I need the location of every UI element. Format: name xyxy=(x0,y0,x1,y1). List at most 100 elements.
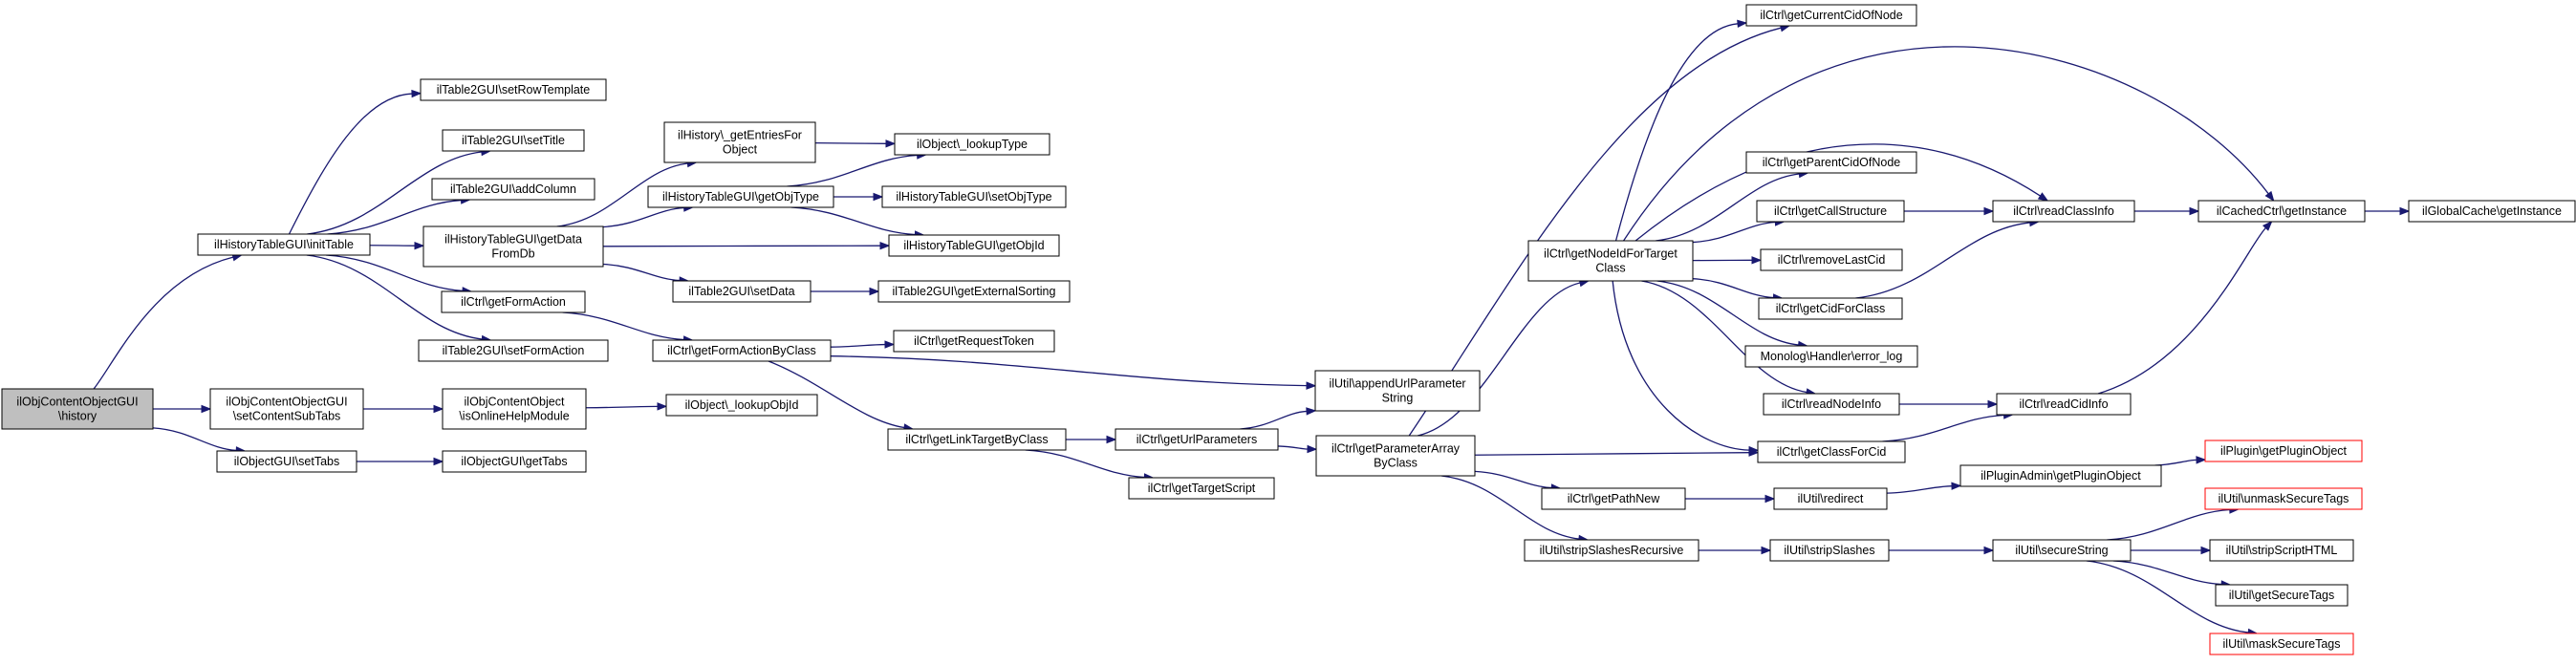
node-globalcachegetinstance[interactable]: ilGlobalCache\getInstance xyxy=(2408,200,2576,223)
node-box xyxy=(1773,487,1888,510)
node-gettabs[interactable]: ilObjectGUI\getTabs xyxy=(442,450,587,473)
node-getcidforclass[interactable]: ilCtrl\getCidForClass xyxy=(1758,297,1903,320)
edge-line xyxy=(602,245,881,247)
edge-line xyxy=(1656,280,1799,346)
node-geturlparameters[interactable]: ilCtrl\getUrlParameters xyxy=(1115,428,1279,451)
node-box xyxy=(1760,248,1903,271)
edge-getnodeidfortargetclass-to-cachedgetinstance xyxy=(1623,46,2275,242)
node-label: ilUtil\getSecureTags xyxy=(2229,589,2334,602)
node-removelastcid[interactable]: ilCtrl\removeLastCid xyxy=(1760,248,1903,271)
node-box xyxy=(663,121,816,163)
edge-arrowhead xyxy=(657,402,668,411)
node-readnodeinfo[interactable]: ilCtrl\readNodeInfo xyxy=(1763,393,1900,416)
edge-arrowhead xyxy=(411,89,422,98)
node-errorlog[interactable]: Monolog\Handler\error_log xyxy=(1744,345,1918,368)
node-readcidinfo[interactable]: ilCtrl\readCidInfo xyxy=(1996,393,2132,416)
node-isonlinehelpmodule[interactable]: ilObjContentObject\isOnlineHelpModule xyxy=(442,388,587,430)
node-getobjtype[interactable]: ilHistoryTableGUI\getObjType xyxy=(647,185,834,208)
edge-arrowhead xyxy=(1983,546,1995,555)
node-label: ilHistoryTableGUI\getObjId xyxy=(903,239,1044,252)
node-setformaction[interactable]: ilTable2GUI\setFormAction xyxy=(418,339,609,362)
node-setcontentsubtabs[interactable]: ilObjContentObjectGUI\setContentSubTabs xyxy=(209,388,364,430)
node-label: \isOnlineHelpModule xyxy=(459,410,569,423)
node-addcolumn[interactable]: ilTable2GUI\addColumn xyxy=(431,178,595,201)
node-box xyxy=(1763,393,1900,416)
node-stripslashesrecursive[interactable]: ilUtil\stripSlashesRecursive xyxy=(1524,539,1699,562)
edge-arrowhead xyxy=(873,192,884,202)
node-label: ilHistoryTableGUI\setObjType xyxy=(896,190,1051,204)
node-box xyxy=(894,133,1050,156)
node-masksecuretags[interactable]: ilUtil\maskSecureTags xyxy=(2209,633,2354,655)
node-setobjtype[interactable]: ilHistoryTableGUI\setObjType xyxy=(881,185,1067,208)
node-getformaction[interactable]: ilCtrl\getFormAction xyxy=(441,290,586,313)
node-label: ilObjContentObjectGUI xyxy=(226,396,347,409)
node-redirect[interactable]: ilUtil\redirect xyxy=(1773,487,1888,510)
edge-stripslashesrecursive-to-stripslashes xyxy=(1699,546,1772,555)
node-setrowtemplate[interactable]: ilTable2GUI\setRowTemplate xyxy=(420,78,607,101)
node-box xyxy=(1541,487,1686,510)
node-layer: ilObjContentObjectGUI\history ilHistoryTa… xyxy=(1,4,2576,655)
node-settitle[interactable]: ilTable2GUI\setTitle xyxy=(442,129,585,152)
node-label: ilHistoryTableGUI\initTable xyxy=(214,238,354,251)
node-label: Monolog\Handler\error_log xyxy=(1761,350,1903,363)
edge-arrowhead xyxy=(879,241,891,250)
node-getcurrentcidofnode[interactable]: ilCtrl\getCurrentCidOfNode xyxy=(1745,4,1917,27)
edge-line xyxy=(1474,470,1552,489)
node-getclassforcid[interactable]: ilCtrl\getClassForCid xyxy=(1757,440,1906,463)
node-securestring[interactable]: ilUtil\secureString xyxy=(1992,539,2132,562)
node-getexternalsorting[interactable]: ilTable2GUI\getExternalSorting xyxy=(877,280,1071,303)
edge-getnodeidfortargetclass-to-removelastcid xyxy=(1692,256,1763,265)
node-getobjid[interactable]: ilHistoryTableGUI\getObjId xyxy=(888,234,1060,257)
node-plugingetpluginobject[interactable]: ilPlugin\getPluginObject xyxy=(2204,440,2363,462)
node-label: ilTable2GUI\getExternalSorting xyxy=(893,285,1056,298)
node-lookupobjid[interactable]: ilObject\_lookupObjId xyxy=(665,394,818,417)
edge-arrowhead xyxy=(2037,192,2049,202)
node-getpluginobject[interactable]: ilPluginAdmin\getPluginObject xyxy=(1959,464,2162,487)
node-label: ilCtrl\getUrlParameters xyxy=(1136,433,1257,446)
node-stripslashes[interactable]: ilUtil\stripSlashes xyxy=(1769,539,1890,562)
node-label: ilCtrl\getClassForCid xyxy=(1777,445,1887,459)
node-getlinktargetbyclass[interactable]: ilCtrl\getLinkTargetByClass xyxy=(887,428,1067,451)
node-getformactionbyclass[interactable]: ilCtrl\getFormActionByClass xyxy=(652,339,832,362)
node-getparentcidofnode[interactable]: ilCtrl\getParentCidOfNode xyxy=(1745,151,1917,174)
edge-line xyxy=(93,256,234,390)
node-getcallstructure[interactable]: ilCtrl\getCallStructure xyxy=(1756,200,1905,223)
node-stripscripthtml[interactable]: ilUtil\stripScriptHTML xyxy=(2209,539,2354,562)
edge-arrowhead xyxy=(1306,407,1317,416)
node-gettargetscript[interactable]: ilCtrl\getTargetScript xyxy=(1128,477,1275,500)
node-getpathnew[interactable]: ilCtrl\getPathNew xyxy=(1541,487,1686,510)
edge-getdatafromdb-to-getobjid xyxy=(602,241,891,250)
edge-arrowhead xyxy=(1983,206,1995,216)
node-cachedgetinstance[interactable]: ilCachedCtrl\getInstance xyxy=(2197,200,2366,223)
node-label: ilTable2GUI\addColumn xyxy=(450,182,576,196)
node-inittable[interactable]: ilHistoryTableGUI\initTable xyxy=(197,233,371,256)
node-box xyxy=(1315,435,1476,477)
node-getrequesttoken[interactable]: ilCtrl\getRequestToken xyxy=(893,330,1055,353)
node-box xyxy=(1128,477,1275,500)
edge-line xyxy=(325,254,464,292)
node-settabs[interactable]: ilObjectGUI\setTabs xyxy=(216,450,357,473)
edge-line xyxy=(1474,452,1750,456)
node-readclassinfo[interactable]: ilCtrl\readClassInfo xyxy=(1992,200,2135,223)
node-root[interactable]: ilObjContentObjectGUI\history xyxy=(1,388,154,430)
node-setdata[interactable]: ilTable2GUI\setData xyxy=(672,280,812,303)
edge-cachedgetinstance-to-globalcachegetinstance xyxy=(2365,206,2411,216)
node-box xyxy=(2204,487,2363,510)
edge-arrowhead xyxy=(2262,220,2273,231)
edge-line xyxy=(2097,227,2266,395)
edge-geturlparameters-to-getparameterarraybyclass xyxy=(1277,444,1318,454)
edge-getobjtype-to-setobjtype xyxy=(833,192,884,202)
edge-arrowhead xyxy=(1987,399,1999,409)
node-label: ilObject\_lookupType xyxy=(917,138,1028,151)
node-label: ilUtil\stripScriptHTML xyxy=(2226,544,2338,557)
node-unmasksecuretags[interactable]: ilUtil\unmaskSecureTags xyxy=(2204,487,2363,510)
edge-arrowhead xyxy=(884,340,896,349)
node-box xyxy=(1314,370,1481,412)
node-lookuptype[interactable]: ilObject\_lookupType xyxy=(894,133,1050,156)
node-getsecuretags[interactable]: ilUtil\getSecureTags xyxy=(2215,584,2349,607)
